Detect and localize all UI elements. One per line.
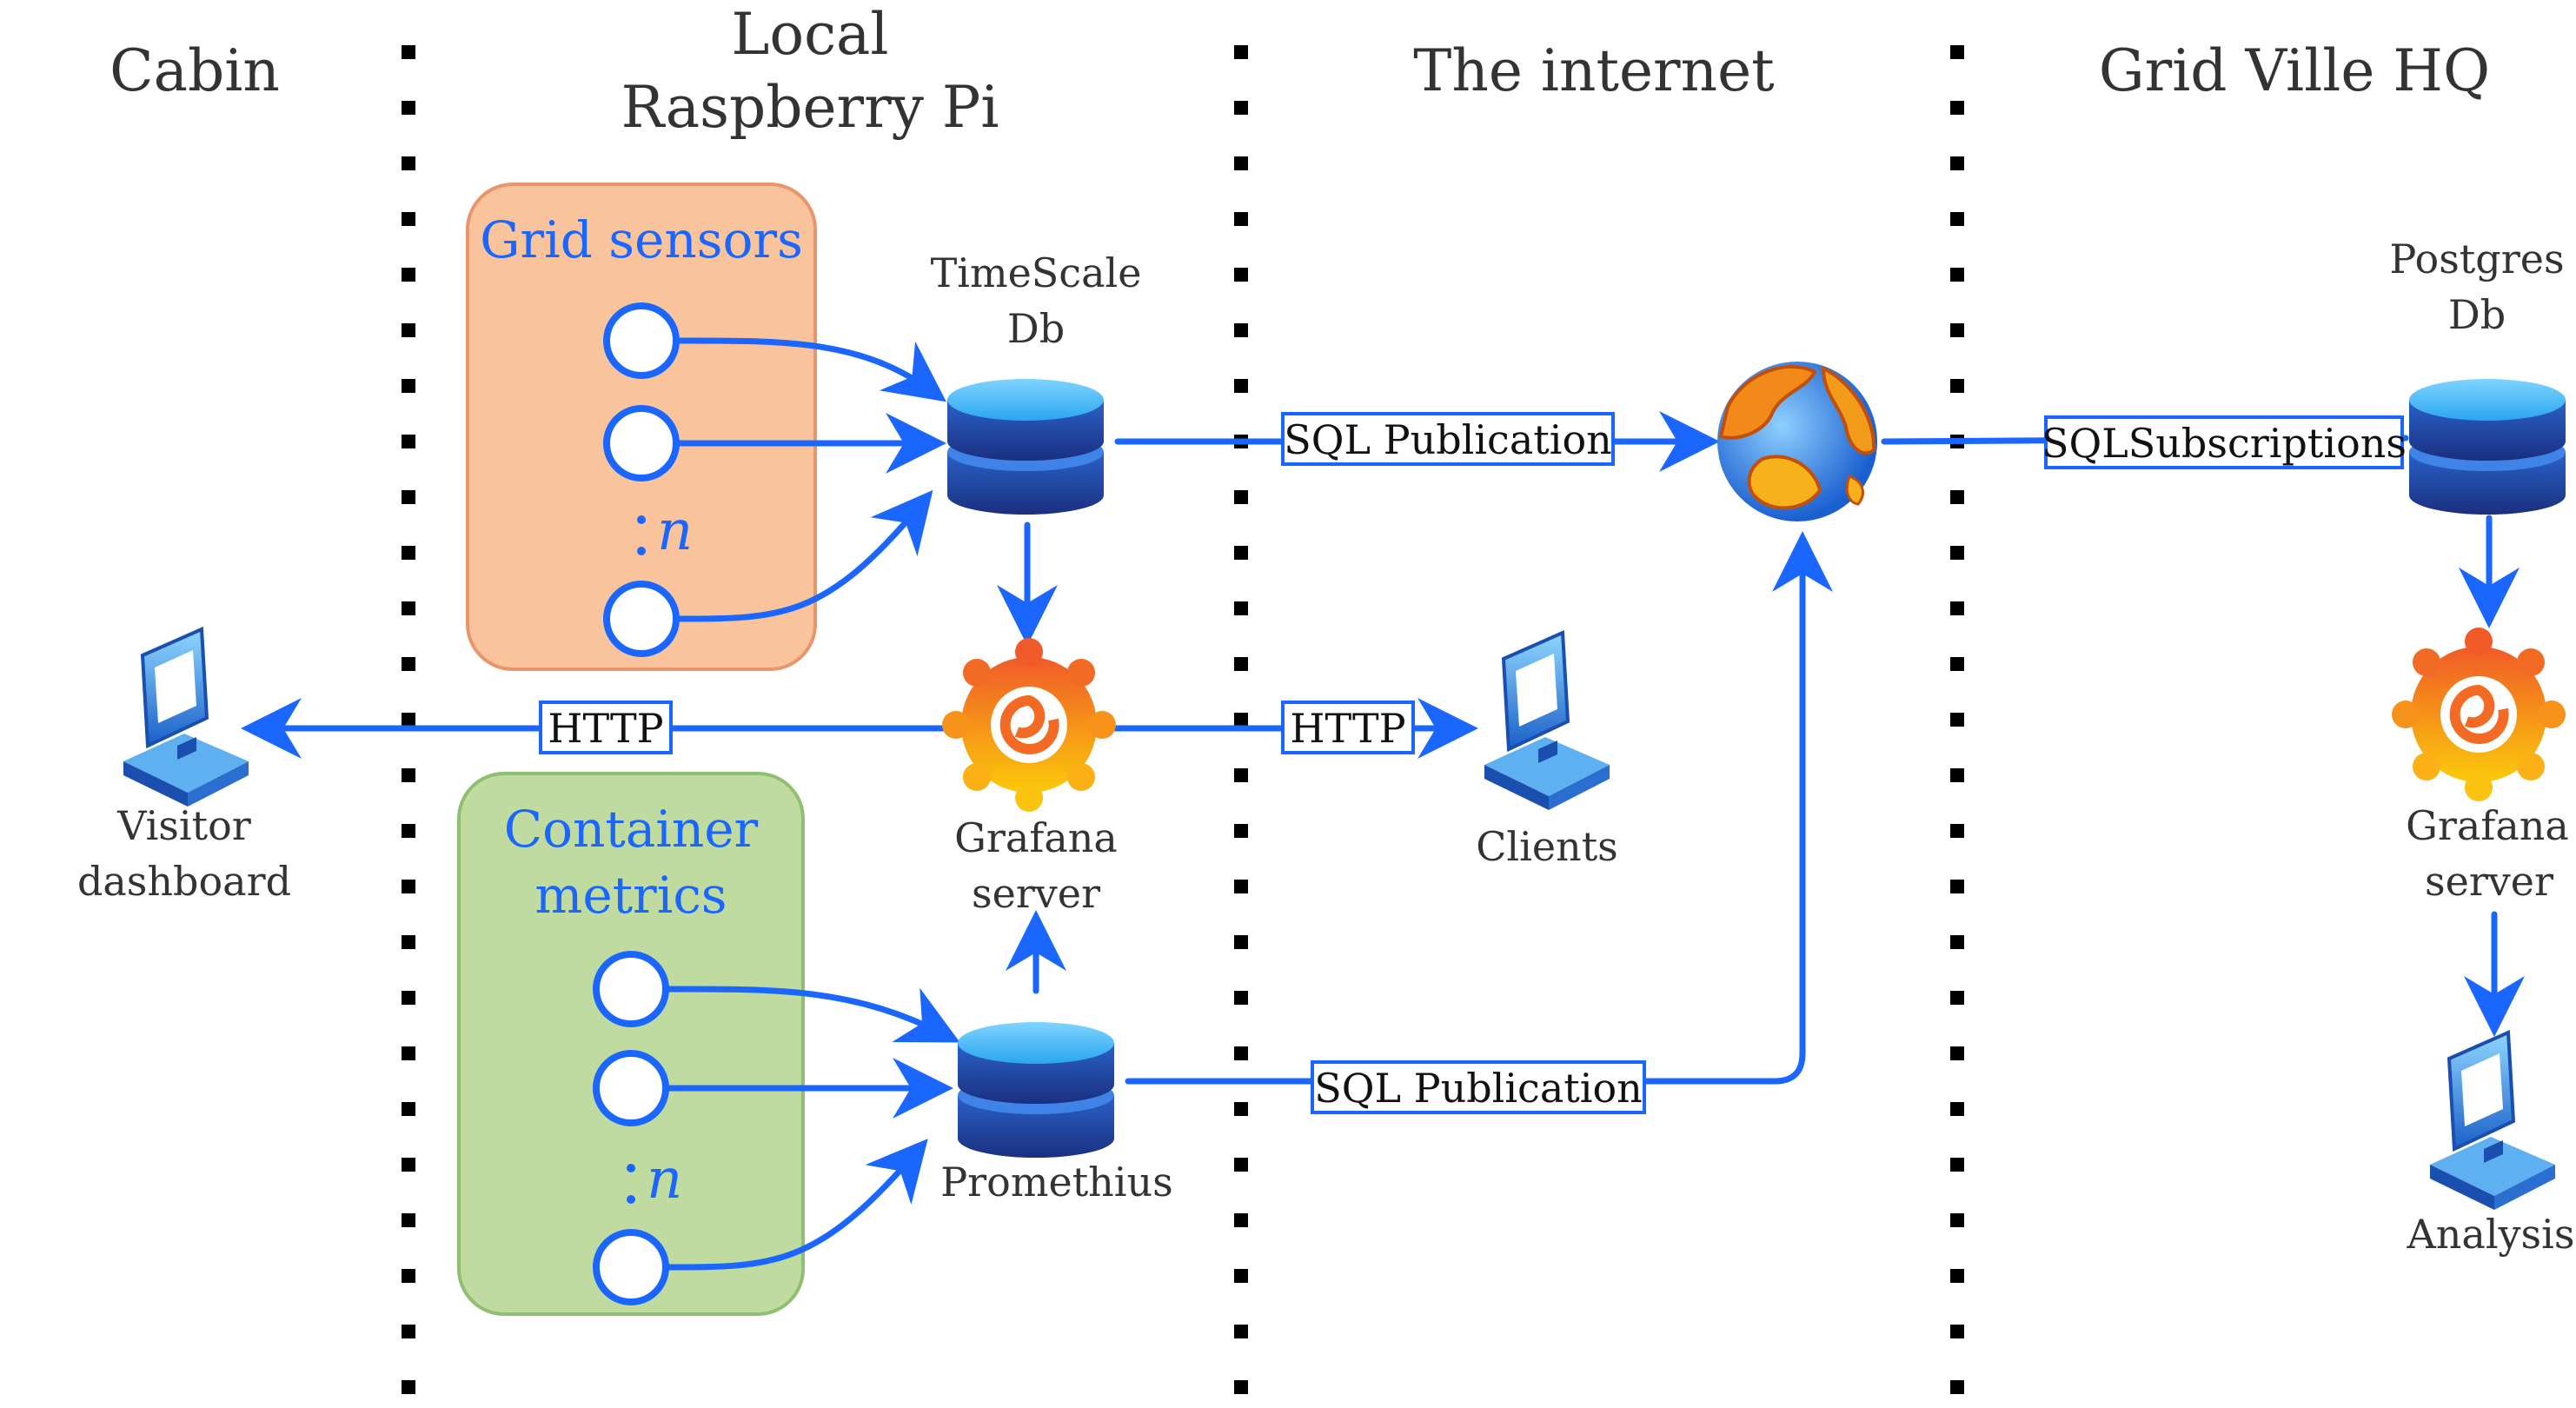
grafana-hq-label-line2: server [2425,858,2553,905]
grid-sensors-title: Grid sensors [480,210,803,269]
analysis-label: Analysis [2407,1211,2575,1258]
zone-title-pi-line1: Local [732,1,889,68]
grafana-server-hq: Grafana server [2392,628,2569,905]
sensor-node-2 [603,405,680,482]
timescale-db: TimeScale Db [931,249,1142,515]
zone-separators [402,45,1964,1401]
label-http-right: HTTP [1290,705,1405,752]
prometheus-label: Promethius [940,1159,1173,1205]
label-box-sql-pub-top [1281,412,1615,466]
arrow-sensor1-timescale [674,337,946,402]
sensor-ellipsis-dot-1 [637,515,646,524]
metric-ellipsis-dot-2 [627,1195,635,1204]
label-box-http-left [539,701,673,754]
postgres-label-line2: Db [2448,291,2506,338]
edge-labels: SQL Publication SQL Publication HTTP HTT… [539,412,2407,1114]
arrow-metric1-prometheus [664,986,960,1043]
arrow-metricn-prometheus [664,1139,928,1271]
metric-node-n [593,1229,669,1305]
grafana-hq-label-line1: Grafana [2406,802,2569,849]
postgres-db: Postgres Db [2389,236,2566,515]
grafana-server-pi: Grafana server [942,638,1118,917]
label-sql-pub-bottom: SQL Publication [1314,1065,1643,1112]
database-icon [2409,379,2566,515]
clients-label: Clients [1476,823,1618,870]
visitor-label-line1: Visitor [116,802,251,849]
sensor-count-label: n [657,499,693,563]
container-metrics-title-line2: metrics [534,866,727,925]
zone-title-internet: The internet [1413,37,1774,104]
arrow-prometheus-internet [1125,531,1833,1085]
container-metrics-box [457,772,805,1316]
metric-node-1 [593,951,669,1027]
analysis: Analysis [2407,1030,2575,1258]
computer-icon [1484,630,1610,810]
arrow-sensorn-timescale [674,489,933,622]
computer-icon [123,627,249,807]
globe-icon [1717,362,1877,521]
postgres-label-line1: Postgres [2389,236,2564,282]
database-icon [958,1022,1114,1158]
metric-node-2 [593,1050,669,1126]
label-box-sql-subscriptions [2044,415,2404,469]
label-http-left: HTTP [548,705,663,752]
metric-ellipsis-dot-1 [627,1164,635,1172]
group-grid-sensors: Grid sensors n [466,183,817,671]
timescale-label-line2: Db [1007,305,1065,352]
sensor-node-n [603,581,680,657]
computer-icon [2430,1030,2555,1210]
timescale-label-line1: TimeScale [931,249,1142,296]
label-box-http-right [1281,701,1415,754]
zone-title-pi-line2: Raspberry Pi [621,74,999,141]
prometheus-db: Promethius [940,1022,1173,1205]
clients: Clients [1476,630,1618,870]
zone-title-hq: Grid Ville HQ [2099,37,2490,104]
zone-title-cabin: Cabin [110,37,280,104]
metric-count-label: n [647,1147,682,1212]
sensor-ellipsis-dot-2 [637,547,646,555]
internet-globe [1717,362,1877,521]
label-box-sql-pub-bottom [1311,1060,1646,1114]
grafana-pi-label-line2: server [972,870,1100,917]
sensor-node-1 [603,302,680,379]
grafana-icon [2392,628,2566,801]
grafana-pi-label-line1: Grafana [954,814,1118,861]
visitor-label-line2: dashboard [77,858,291,905]
zone-titles: Cabin Local Raspberry Pi The internet Gr… [110,1,2490,141]
database-icon [947,379,1104,515]
group-container-metrics: Container metrics n [457,772,805,1316]
container-metrics-title-line1: Container [504,800,759,859]
grafana-icon [942,638,1116,812]
label-sql-subscriptions: SQLSubscriptions [2042,420,2407,467]
label-sql-pub-top: SQL Publication [1284,416,1612,463]
visitor-dashboard: Visitor dashboard [77,627,291,905]
